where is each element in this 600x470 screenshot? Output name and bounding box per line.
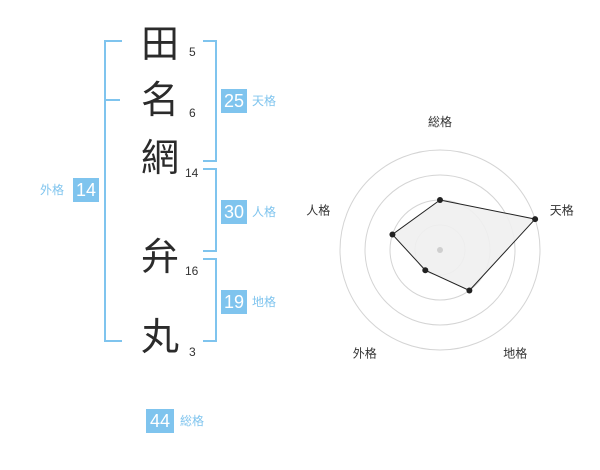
stroke-count-5: 3 [189,345,196,359]
name-char-1: 田 [140,22,179,66]
radar-point-1 [532,216,539,223]
radar-point-4 [389,231,396,238]
chikaku-bracket [203,258,217,342]
name-char-2: 名 [140,78,179,122]
name-char-4: 弁 [140,235,179,279]
radar-center-dot [437,247,443,253]
stroke-count-1: 5 [189,45,196,59]
soukaku-badge: 44 [146,409,174,433]
jinkaku-badge: 30 [221,200,247,224]
stroke-count-3: 14 [185,166,199,180]
radar-axis-label: 総格 [428,114,452,129]
radar-axis-label: 地格 [503,346,527,361]
chikaku-label: 地格 [252,295,277,309]
chikaku-badge: 19 [221,290,247,314]
tenkaku-label: 天格 [252,94,277,108]
gaikaku-badge: 14 [73,178,99,202]
gaikaku-bracket [104,40,122,342]
radar-ring [364,174,516,326]
soukaku-label: 総格 [180,414,205,428]
name-char-5: 丸 [140,315,179,359]
radar-point-0 [437,197,443,203]
stroke-count-2: 6 [189,106,196,120]
radar-point-2 [466,287,473,294]
radar-axis-label: 外格 [353,346,377,361]
gaikaku-label: 外格 [40,183,65,197]
jinkaku-label: 人格 [252,205,277,219]
jinkaku-bracket [203,168,217,252]
name-char-3: 網 [140,136,179,180]
radar-axis-label: 天格 [550,202,574,217]
tenkaku-bracket [203,40,217,162]
radar-point-3 [422,267,429,274]
gaikaku-bracket-tick [106,99,120,101]
radar-polygon [391,199,537,292]
radar-ring [339,149,541,351]
stroke-count-4: 16 [185,264,199,278]
radar-axis-label: 人格 [306,202,330,217]
tenkaku-badge: 25 [221,89,247,113]
